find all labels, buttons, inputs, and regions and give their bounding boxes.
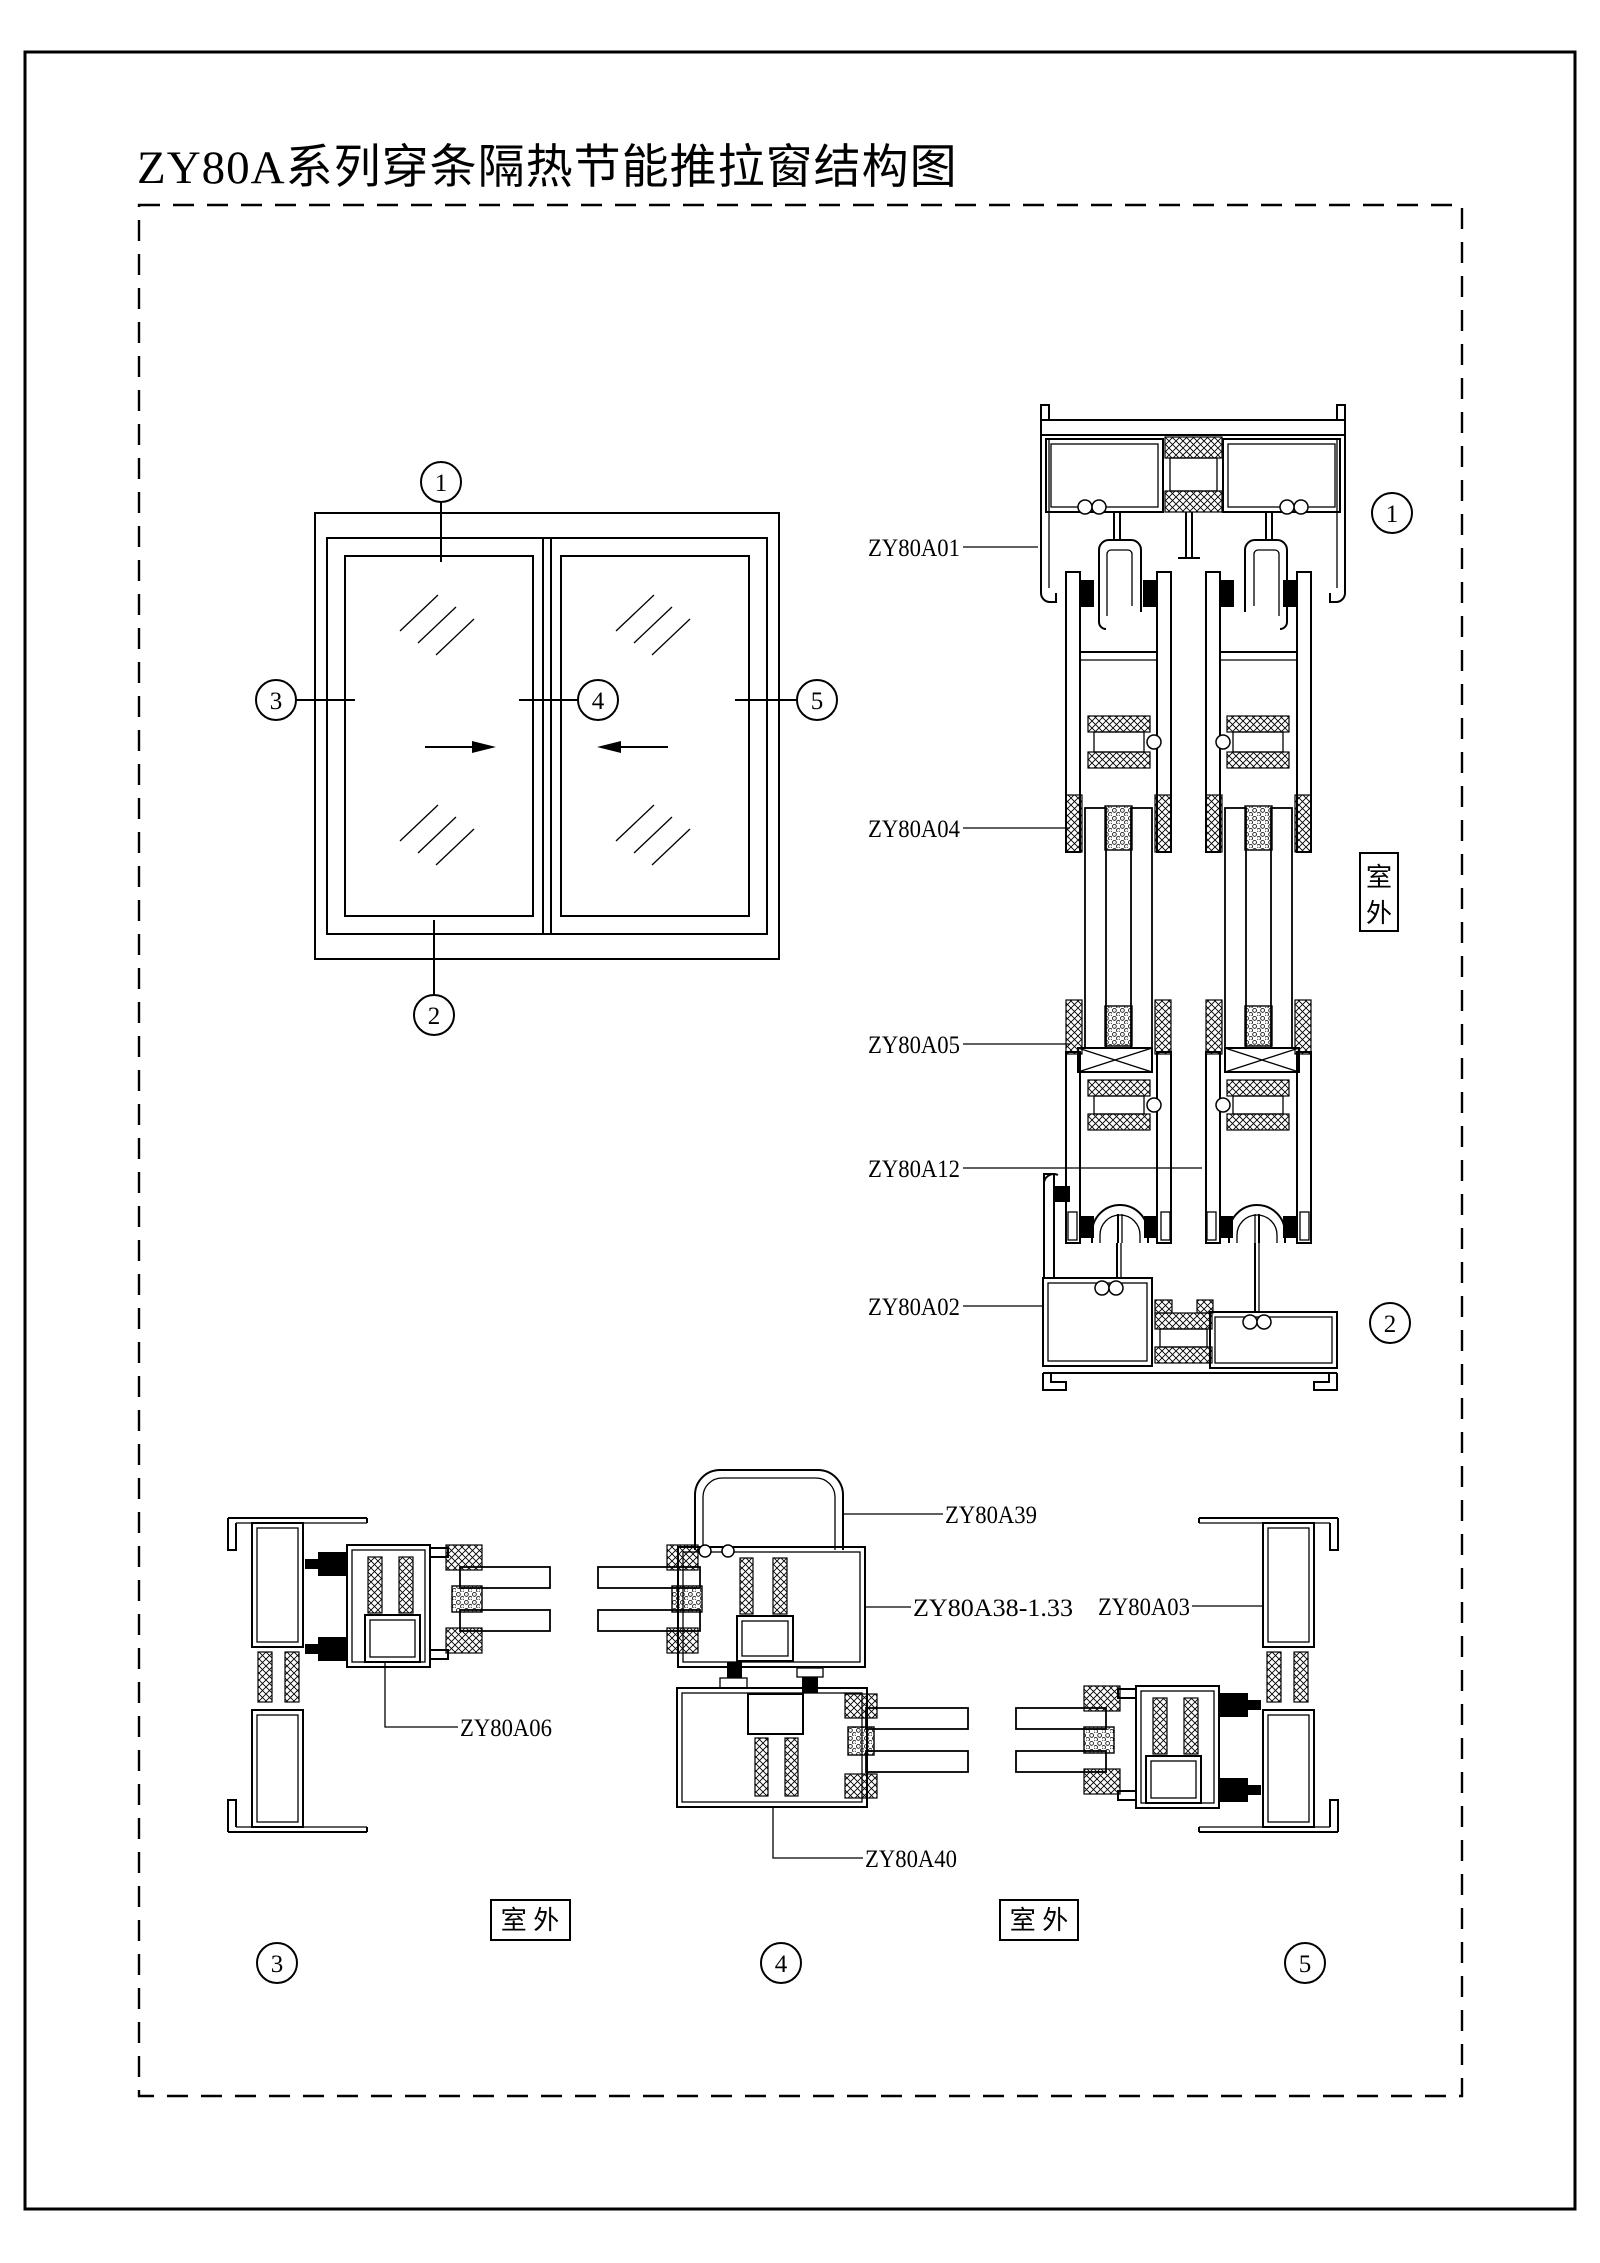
section-detail-sill [1042, 999, 1338, 1391]
svg-text:3: 3 [271, 1951, 284, 1978]
part-label-zy80a39: ZY80A39 [945, 1502, 1037, 1529]
svg-text:2: 2 [1384, 1311, 1397, 1338]
section-marker-3: 3 [256, 1942, 298, 1984]
part-label-zy80a01: ZY80A01 [868, 535, 960, 562]
svg-text:4: 4 [775, 1951, 788, 1978]
window-elevation: 1 2 3 4 5 [255, 461, 838, 1036]
section-marker-4: 4 [760, 1942, 802, 1984]
section-detail-right-jamb: ZY80A03 [865, 1517, 1339, 1833]
drawing-title: ZY80A系列穿条隔热节能推拉窗结构图 [137, 142, 958, 194]
part-label-zy80a06: ZY80A06 [460, 1715, 552, 1742]
outdoor-box-left: 室 外 [490, 1899, 571, 1941]
part-label-zy80a04: ZY80A04 [868, 816, 960, 843]
glass-pane-right [560, 555, 750, 917]
svg-text:1: 1 [1386, 501, 1399, 528]
section-marker-2: 2 [1369, 1302, 1411, 1344]
svg-text:1: 1 [435, 470, 448, 497]
part-label-zy80a03: ZY80A03 [1098, 1594, 1190, 1621]
slide-arrows [425, 741, 668, 753]
glass-hatch-marks [399, 594, 691, 866]
svg-text:2: 2 [428, 1003, 441, 1030]
bottom-markers: 室 外 室 外 3 4 5 [256, 1899, 1326, 1984]
part-label-zy80a02: ZY80A02 [868, 1294, 960, 1321]
section-detail-head [1040, 404, 1346, 1049]
part-label-zy80a05: ZY80A05 [868, 1032, 960, 1059]
elevation-callout-4: 4 [519, 679, 619, 721]
part-label-zy80a38: ZY80A38-1.33 [913, 1595, 1073, 1622]
elevation-callout-2: 2 [413, 920, 455, 1036]
section-detail-meeting-stile: ZY80A39 ZY80A38-1.33 ZY80A40 [666, 1469, 1073, 1873]
interlock-hook-profile [694, 1469, 844, 1550]
svg-text:外: 外 [1366, 899, 1392, 928]
svg-text:室: 室 [1366, 863, 1392, 892]
section-marker-1: 1 [1371, 492, 1413, 534]
section-marker-5: 5 [1284, 1942, 1326, 1984]
elevation-callout-5: 5 [735, 679, 838, 721]
dashed-frame [137, 203, 1464, 2098]
svg-text:3: 3 [270, 688, 283, 715]
outdoor-box-vertical: 室 外 [1359, 852, 1399, 932]
svg-text:4: 4 [592, 688, 605, 715]
part-label-zy80a40: ZY80A40 [865, 1846, 957, 1873]
glass-pane-left [344, 555, 534, 917]
svg-text:5: 5 [811, 688, 824, 715]
part-label-zy80a12: ZY80A12 [868, 1156, 960, 1183]
svg-text:5: 5 [1299, 1951, 1312, 1978]
sill-frame-profile [1042, 1173, 1338, 1391]
elevation-callout-1: 1 [420, 461, 462, 562]
elevation-callout-3: 3 [255, 679, 355, 721]
svg-text:室 外: 室 外 [1010, 1906, 1069, 1935]
svg-text:室 外: 室 外 [501, 1906, 560, 1935]
section-12-annotations: ZY80A01 ZY80A04 ZY80A05 ZY80A12 ZY80A02 … [868, 492, 1413, 1344]
section-detail-left-jamb: ZY80A06 [227, 1517, 701, 1833]
sheet-border [23, 50, 1577, 2211]
outdoor-box-right: 室 外 [999, 1899, 1079, 1941]
